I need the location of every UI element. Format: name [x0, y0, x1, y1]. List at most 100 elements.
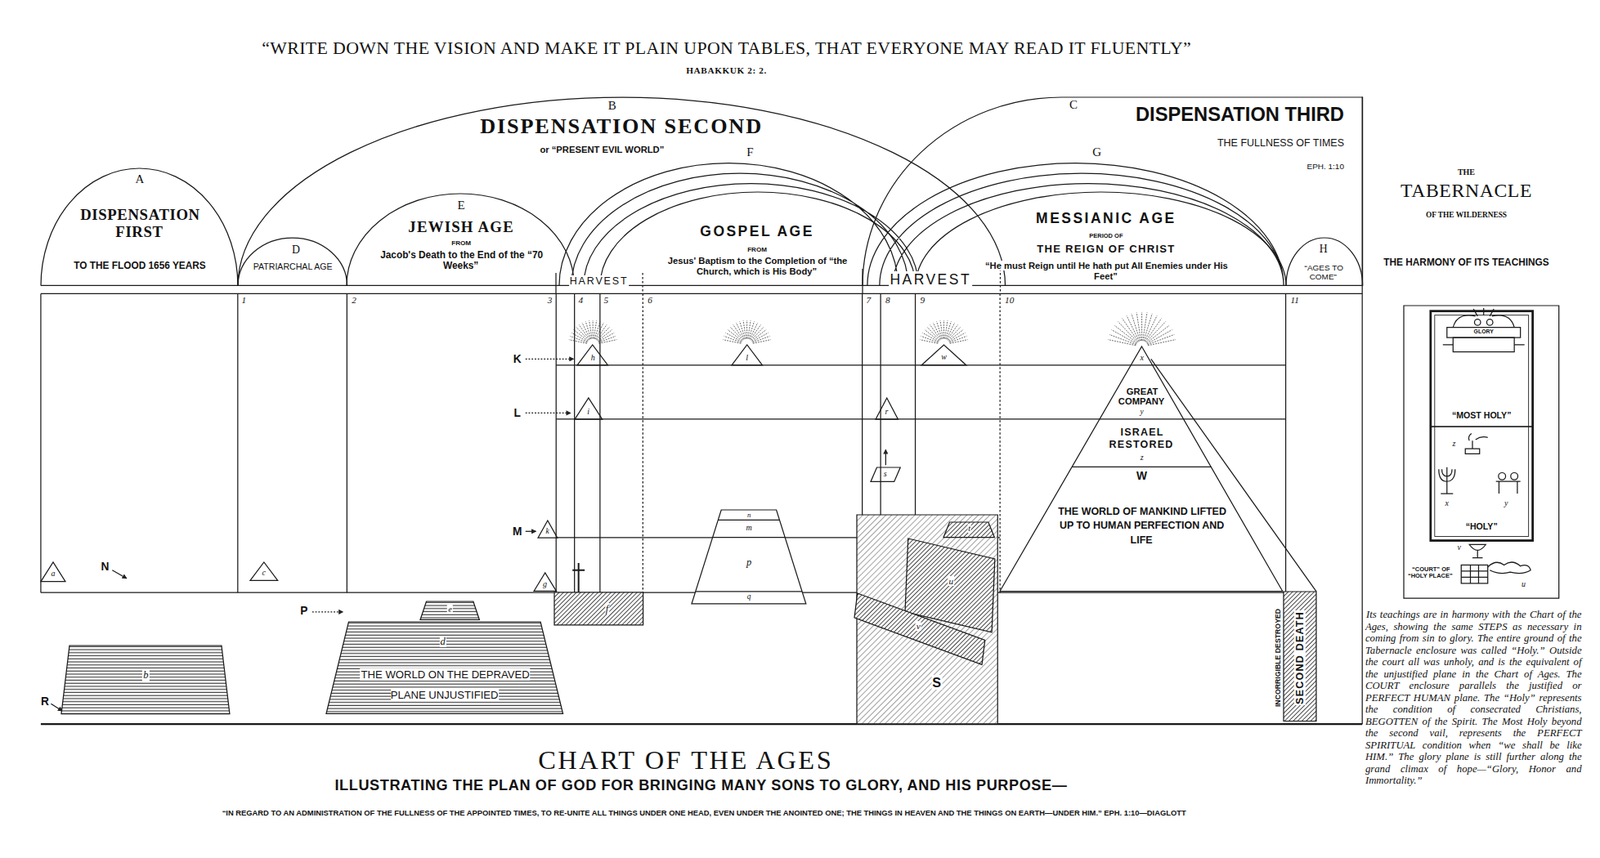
panel-heading: THE HARMONY OF ITS TEACHINGS [1382, 256, 1550, 269]
node-text: l [744, 353, 749, 363]
node-text-wrap: THE FULLNESS OF TIMES [1216, 137, 1345, 149]
callout-letter: D [291, 243, 301, 256]
glory-ray [919, 340, 938, 345]
node-text-wrap: W [1135, 470, 1148, 484]
harvest-band-outline [555, 273, 557, 294]
destruction-line [1151, 358, 1317, 592]
label-wrap: H [1318, 242, 1329, 256]
node-text-wrap: u [1520, 579, 1527, 589]
glory-ray [722, 340, 741, 345]
mankind-pyramid-outline [999, 346, 1283, 592]
node-text: y [1503, 498, 1509, 508]
node-text: S [931, 675, 942, 691]
subtitle: ILLUSTRATING THE PLAN OF GOD FOR BRINGIN… [333, 777, 1068, 794]
dispensation-box: DISPENSATION THIRDTHE FULLNESS OF TIMESE… [862, 97, 1363, 287]
glory-ray [1142, 312, 1148, 341]
node-text: v [1456, 542, 1462, 552]
age-arch-outline [1286, 237, 1363, 287]
node-text: THE WORLD OF MANKIND LIFTED UP TO HUMAN … [1057, 506, 1227, 547]
node-text: “AGES TO COME” [1304, 263, 1344, 282]
glory-ray [746, 320, 748, 339]
dispensation-arch-outline [40, 168, 238, 287]
label-wrap: 8 [884, 295, 892, 306]
cherubim [1474, 319, 1480, 326]
node-text: Jacob's Death to the End of the “70 Week… [379, 249, 543, 273]
plane-letter: L [513, 407, 522, 420]
leader-arrow [525, 358, 574, 360]
altar-symbol [1461, 564, 1488, 583]
glory-ray [1126, 315, 1139, 341]
node-text: u [1520, 579, 1527, 589]
node-text-wrap: s [882, 469, 888, 479]
glory-ray [1147, 340, 1176, 346]
node-text-wrap: THE WORLD ON THE DEPRAVED PLANE UNJUSTIF… [342, 665, 547, 707]
node-text: r [884, 407, 890, 417]
node-text-wrap: “MOST HOLY” [1451, 410, 1513, 421]
age-line [40, 285, 1363, 294]
plane-pyramid-outline [533, 573, 556, 592]
ark-pole [1443, 344, 1525, 346]
falling-slab: v [854, 593, 986, 665]
age-arch-outline [237, 237, 348, 287]
harvest-band: HARVEST [555, 273, 643, 294]
callout-number: 4 [577, 295, 584, 305]
node-text-wrap: Jesus' Baptism to the Completion of “the… [654, 255, 860, 278]
mankind-pyramid: xGREAT COMPANYyISRAEL RESTOREDzWTHE WORL… [999, 346, 1283, 592]
church-pyramid-outline [712, 537, 786, 538]
node-text-wrap: b [142, 669, 149, 682]
second-death-band: INCORRIGIBLE DESTROYEDSECOND DEATH [1283, 591, 1317, 722]
glory-ray [585, 321, 592, 339]
callout-letter: E [457, 198, 467, 212]
node-text: x [1138, 353, 1144, 363]
label-wrap: R [40, 695, 50, 709]
panel-heading: THE [1456, 167, 1476, 177]
node-text: HARVEST [888, 271, 973, 288]
callout-number: 5 [603, 295, 610, 305]
glory-ray [946, 322, 955, 340]
node-text-wrap: y [1139, 407, 1145, 417]
node-text-wrap: GLORY [1473, 328, 1495, 336]
glory-ray [1145, 318, 1162, 342]
glory-ray [752, 336, 771, 343]
node-text: DISPENSATION FIRST [79, 206, 201, 241]
node-text-wrap: FROM [450, 239, 472, 247]
label-wrap: D [291, 243, 301, 257]
node-text-wrap: i [586, 407, 591, 417]
glory-ray [749, 322, 758, 340]
node-text: “MOST HOLY” [1451, 410, 1513, 421]
glory-ray [592, 320, 594, 339]
node-text-wrap: z [1139, 452, 1145, 462]
node-text: z [1452, 439, 1457, 449]
glory-ray [948, 327, 961, 341]
tabernacle-court: “COURT” OF “HOLY PLACE”vuGLORY“MOST HOLY… [1403, 305, 1560, 599]
label-wrap: HABAKKUK 2: 2. [685, 65, 768, 77]
label-wrap: OF THE WILDERNESS [1425, 210, 1508, 220]
world-trapezoid-outline [420, 601, 480, 620]
leader-arrow [525, 531, 536, 533]
glory-ray [940, 320, 943, 339]
glory-ray [936, 321, 943, 339]
node-text-wrap: “HOLY” [1465, 521, 1499, 532]
label-wrap: “IN REGARD TO AN ADMINISTRATION OF THE F… [221, 809, 1188, 819]
node-text: k [545, 527, 551, 536]
glory-ray [743, 320, 746, 339]
node-text: q [746, 592, 753, 601]
reference: HABAKKUK 2: 2. [685, 65, 768, 76]
node-text: TO THE FLOOD 1656 YEARS [72, 259, 207, 272]
node-text: GOSPEL AGE [699, 223, 816, 240]
node-text-wrap: DISPENSATION THIRD [1134, 103, 1345, 126]
label-wrap: Its teachings are in harmony with the Ch… [1365, 609, 1583, 788]
plane-pyramid: g [533, 573, 556, 592]
chart-lines [40, 97, 1533, 726]
node-text-wrap: or “PRESENT EVIL WORLD” [538, 144, 665, 156]
glory-ray [752, 329, 767, 341]
node-text: THE FULLNESS OF TIMES [1216, 137, 1345, 149]
callout-letter: B [607, 98, 618, 113]
table-symbol [1510, 473, 1519, 481]
depraved-plane [40, 723, 1363, 726]
glory-ray [751, 327, 764, 341]
node-text-wrap: p [745, 556, 753, 569]
node-text-wrap: u [947, 576, 955, 588]
node-text-wrap: c [260, 568, 266, 578]
table-symbol [1496, 481, 1521, 494]
